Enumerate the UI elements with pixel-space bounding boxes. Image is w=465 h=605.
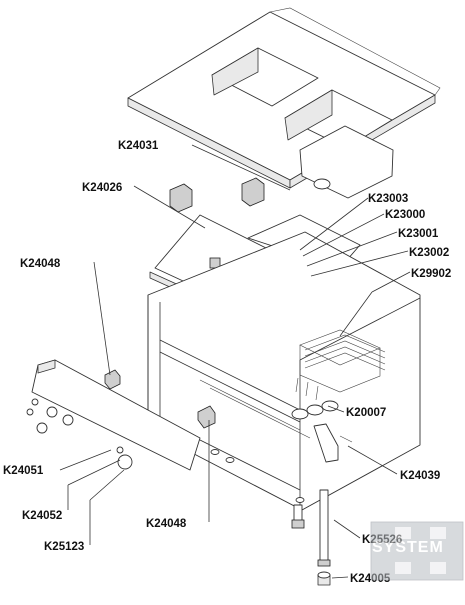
label-K24026: K24026 xyxy=(82,182,122,194)
clips xyxy=(104,369,216,429)
label-K23003: K23003 xyxy=(368,193,408,205)
label-K20007: K20007 xyxy=(346,407,386,419)
label-K24048-bottom: K24048 xyxy=(146,518,187,530)
label-K23000: K23000 xyxy=(385,209,425,221)
label-K24031: K24031 xyxy=(118,140,159,152)
sink-top xyxy=(127,7,441,199)
watermark-text: SYSTEM xyxy=(372,539,444,556)
label-K23002: K23002 xyxy=(409,247,449,259)
label-K23001: K23001 xyxy=(398,228,439,240)
front-panel xyxy=(26,359,201,471)
label-K24048-top: K24048 xyxy=(20,258,61,270)
switch-blocks xyxy=(169,177,265,213)
heating-element xyxy=(295,329,386,401)
legs xyxy=(291,489,331,586)
label-K24052: K24052 xyxy=(22,510,62,522)
label-K29902: K29902 xyxy=(411,268,451,280)
label-K24051: K24051 xyxy=(3,465,44,477)
drain-pipe xyxy=(313,423,353,463)
system-logo-watermark: SYSTEM xyxy=(370,521,464,581)
label-K25123: K25123 xyxy=(44,541,84,553)
label-K24039: K24039 xyxy=(400,470,440,482)
leader-lines xyxy=(59,144,411,579)
